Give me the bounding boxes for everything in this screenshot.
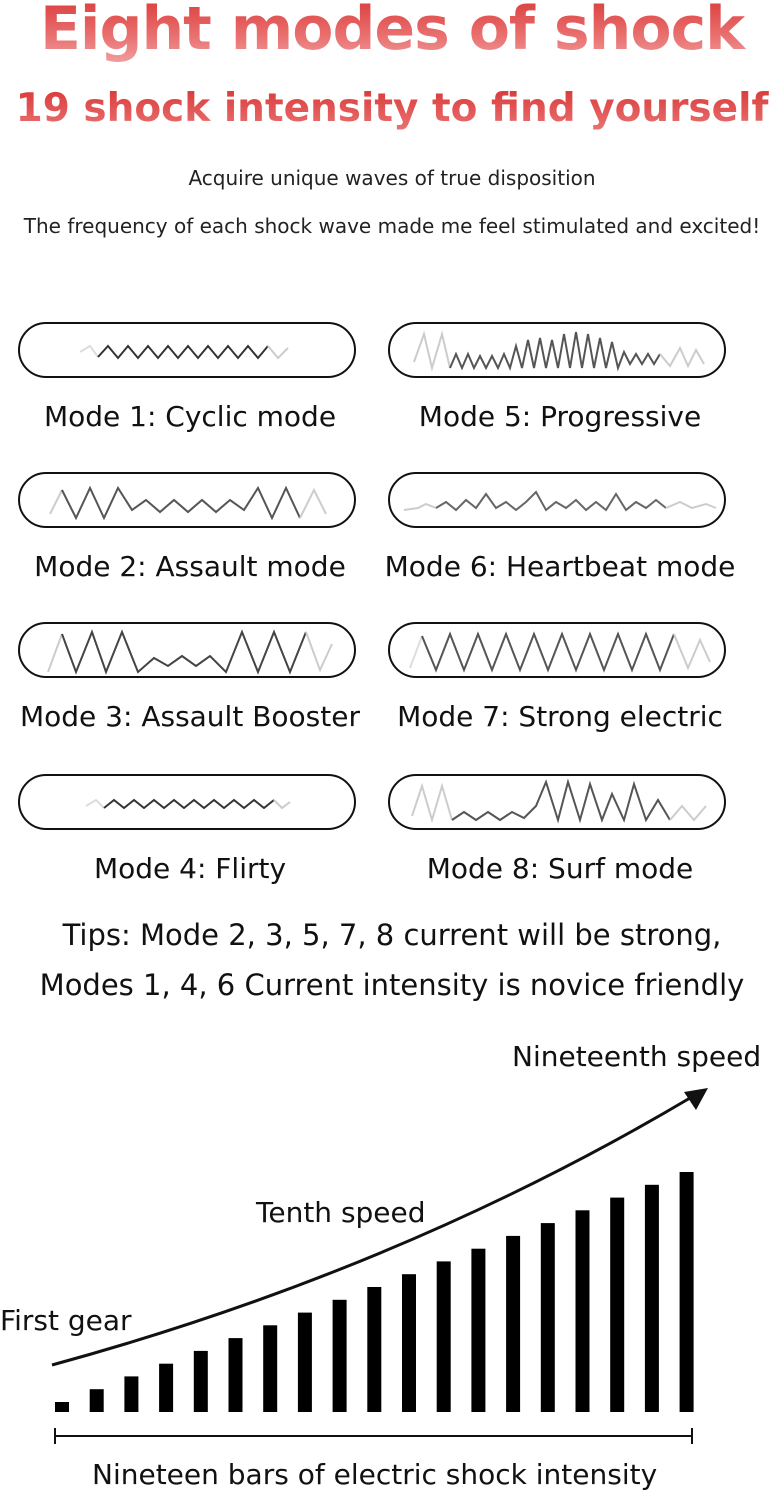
annotation-tenth-speed: Tenth speed [256,1196,426,1229]
mode-1-wave [18,322,356,378]
mode-8-label: Mode 8: Surf mode [426,852,694,885]
intensity-bar-4 [159,1363,174,1412]
intensity-bar-8 [297,1312,312,1412]
intensity-bar-6 [228,1338,243,1412]
intensity-bar-9 [332,1299,347,1412]
mode-4-label: Mode 4: Flirty [93,852,287,885]
intensity-bar-7 [263,1325,278,1412]
intensity-bar-2 [89,1389,104,1412]
mode-3-label: Mode 3: Assault Booster [19,700,360,733]
page-title: Eight modes of shock [0,0,784,64]
mode-6-label: Mode 6: Heartbeat mode [384,550,736,583]
mode-2-label: Mode 2: Assault mode [34,550,346,583]
intensity-bar-11 [402,1274,416,1412]
intensity-bar-15 [540,1223,555,1412]
intensity-bar-1 [55,1402,69,1412]
tip-line-1: Tips: Mode 2, 3, 5, 7, 8 current will be… [62,918,722,952]
description-line-2: The frequency of each shock wave made me… [23,214,761,238]
mode-8-wave [388,774,726,830]
growth-curve [51,1096,691,1367]
x-axis-label: Nineteen bars of electric shock intensit… [92,1458,658,1491]
annotation-first-gear: First gear [0,1304,132,1337]
mode-5-label: Mode 5: Progressive [418,400,702,433]
intensity-bar-12 [436,1261,451,1412]
growth-arrow-head [684,1088,708,1110]
intensity-bar-13 [471,1248,486,1412]
description-line-1: Acquire unique waves of true disposition [188,166,596,190]
intensity-bar-chart [51,1088,708,1444]
mode-1-label: Mode 1: Cyclic mode [43,400,337,433]
intensity-bar-10 [367,1287,382,1412]
intensity-bar-14 [506,1235,521,1412]
annotation-nineteenth-speed: Nineteenth speed [512,1040,762,1073]
page-subtitle: 19 shock intensity to find yourself [0,86,784,131]
intensity-bar-19 [679,1172,694,1412]
mode-7-label: Mode 7: Strong electric [397,700,723,733]
mode-4-wave [18,774,356,830]
tip-line-2: Modes 1, 4, 6 Current intensity is novic… [39,968,745,1002]
mode-5-wave [388,322,726,378]
intensity-bar-18 [644,1184,659,1412]
intensity-bar-3 [124,1376,139,1412]
mode-3-wave [18,622,356,678]
mode-6-wave [388,472,726,528]
intensity-bar-16 [575,1210,590,1412]
mode-7-wave [388,622,726,678]
intensity-bar-5 [193,1350,208,1412]
intensity-bar-17 [610,1197,625,1412]
mode-2-wave [18,472,356,528]
